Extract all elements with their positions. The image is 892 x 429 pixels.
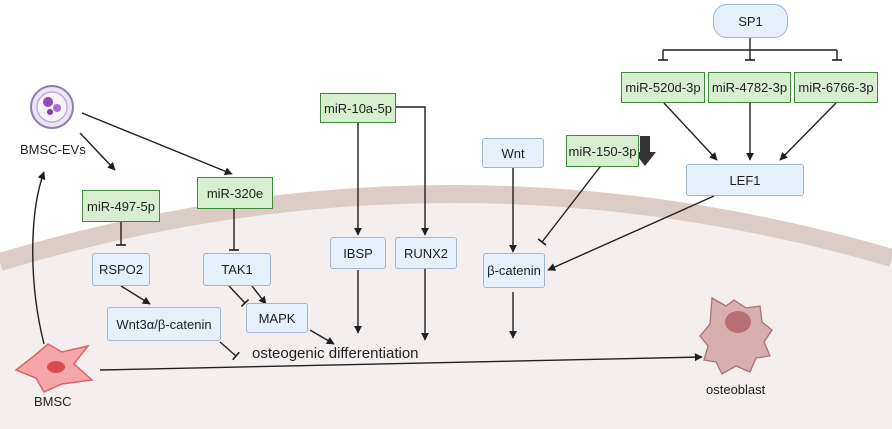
osteoblast-cell-icon bbox=[699, 296, 773, 375]
bmsc-evs-label: BMSC-EVs bbox=[20, 142, 86, 157]
arrow-rspo2-to-wnt3a bbox=[120, 285, 151, 305]
mir-320e-box: miR-320e bbox=[197, 177, 273, 209]
arrow-mir520d-to-lef1 bbox=[663, 102, 718, 161]
arrow-lef1-to-betacatenin bbox=[547, 195, 715, 271]
wnt-node: Wnt bbox=[482, 138, 544, 168]
inhibit-mir150-betacatenin bbox=[537, 162, 604, 246]
osteoblast-label: osteoblast bbox=[706, 382, 766, 397]
arrow-evs-to-mir320e bbox=[81, 112, 233, 175]
mir-6766-3p-box: miR-6766-3p bbox=[794, 72, 878, 103]
beta-catenin-node: β-catenin bbox=[483, 253, 545, 288]
arrow-mir10a-to-runx2 bbox=[392, 106, 429, 236]
mir-497-5p-box: miR-497-5p bbox=[82, 190, 160, 222]
lef1-node: LEF1 bbox=[686, 164, 804, 196]
bmsc-label: BMSC bbox=[34, 394, 72, 409]
arrow-bmsc-to-evs bbox=[32, 171, 46, 345]
extracellular-vesicle-icon bbox=[30, 85, 74, 129]
sp1-inhibition-bracket bbox=[658, 38, 842, 61]
arrow-evs-to-mir497 bbox=[79, 132, 116, 171]
inhibit-tak1-mapk bbox=[228, 285, 250, 308]
inhibit-wnt3a-osteo bbox=[219, 341, 240, 361]
arrow-mir6766-to-lef1 bbox=[779, 102, 837, 161]
wnt3a-beta-catenin-node: Wnt3α/β-catenin bbox=[107, 307, 221, 341]
osteogenic-differentiation-label: osteogenic differentiation bbox=[252, 345, 419, 362]
arrow-mapk-to-osteo bbox=[309, 329, 335, 345]
mir-10a-5p-box: miR-10a-5p bbox=[320, 93, 396, 123]
mapk-node: MAPK bbox=[246, 303, 308, 333]
mir-150-3p-box: miR-150-3p bbox=[566, 135, 639, 167]
arrow-tak1-to-mapk bbox=[251, 285, 267, 305]
mir-520d-3p-box: miR-520d-3p bbox=[621, 72, 705, 103]
mir-4782-3p-box: miR-4782-3p bbox=[708, 72, 791, 103]
tak1-node: TAK1 bbox=[203, 253, 271, 286]
sp1-node: SP1 bbox=[713, 4, 788, 38]
runx2-node: RUNX2 bbox=[395, 237, 457, 269]
cell-membrane bbox=[0, 185, 892, 271]
downregulation-arrow-icon bbox=[634, 136, 656, 166]
ibsp-node: IBSP bbox=[330, 237, 386, 269]
cytoplasm bbox=[0, 193, 892, 429]
arrow-bmsc-to-osteoblast bbox=[99, 353, 703, 371]
stem-cell-icon bbox=[14, 343, 94, 393]
rspo2-node: RSPO2 bbox=[92, 253, 150, 286]
